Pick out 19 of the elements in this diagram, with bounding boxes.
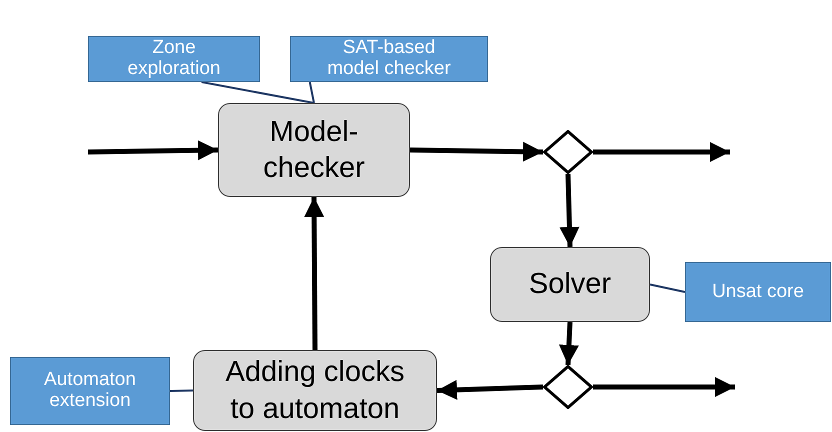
annotation-box: Unsat core [685,262,831,322]
arrow [593,142,730,162]
annotation-box: Automaton extension [10,357,170,425]
process-box: Model-checker [218,103,410,197]
connector-line [650,284,686,293]
arrow [436,380,544,400]
arrow [304,196,324,350]
arrow [88,140,218,160]
arrow [593,377,735,397]
process-box: Adding clocks to automaton [193,350,437,431]
arrow [410,142,544,162]
connector-line [170,390,194,392]
arrow [558,322,579,366]
annotation-box: Zone exploration [88,36,260,82]
arrow [559,174,580,248]
connector-line [201,81,314,104]
annotation-box: SAT-based model checker [290,36,488,82]
connector-line [308,82,315,104]
process-box: Solver [490,247,650,322]
